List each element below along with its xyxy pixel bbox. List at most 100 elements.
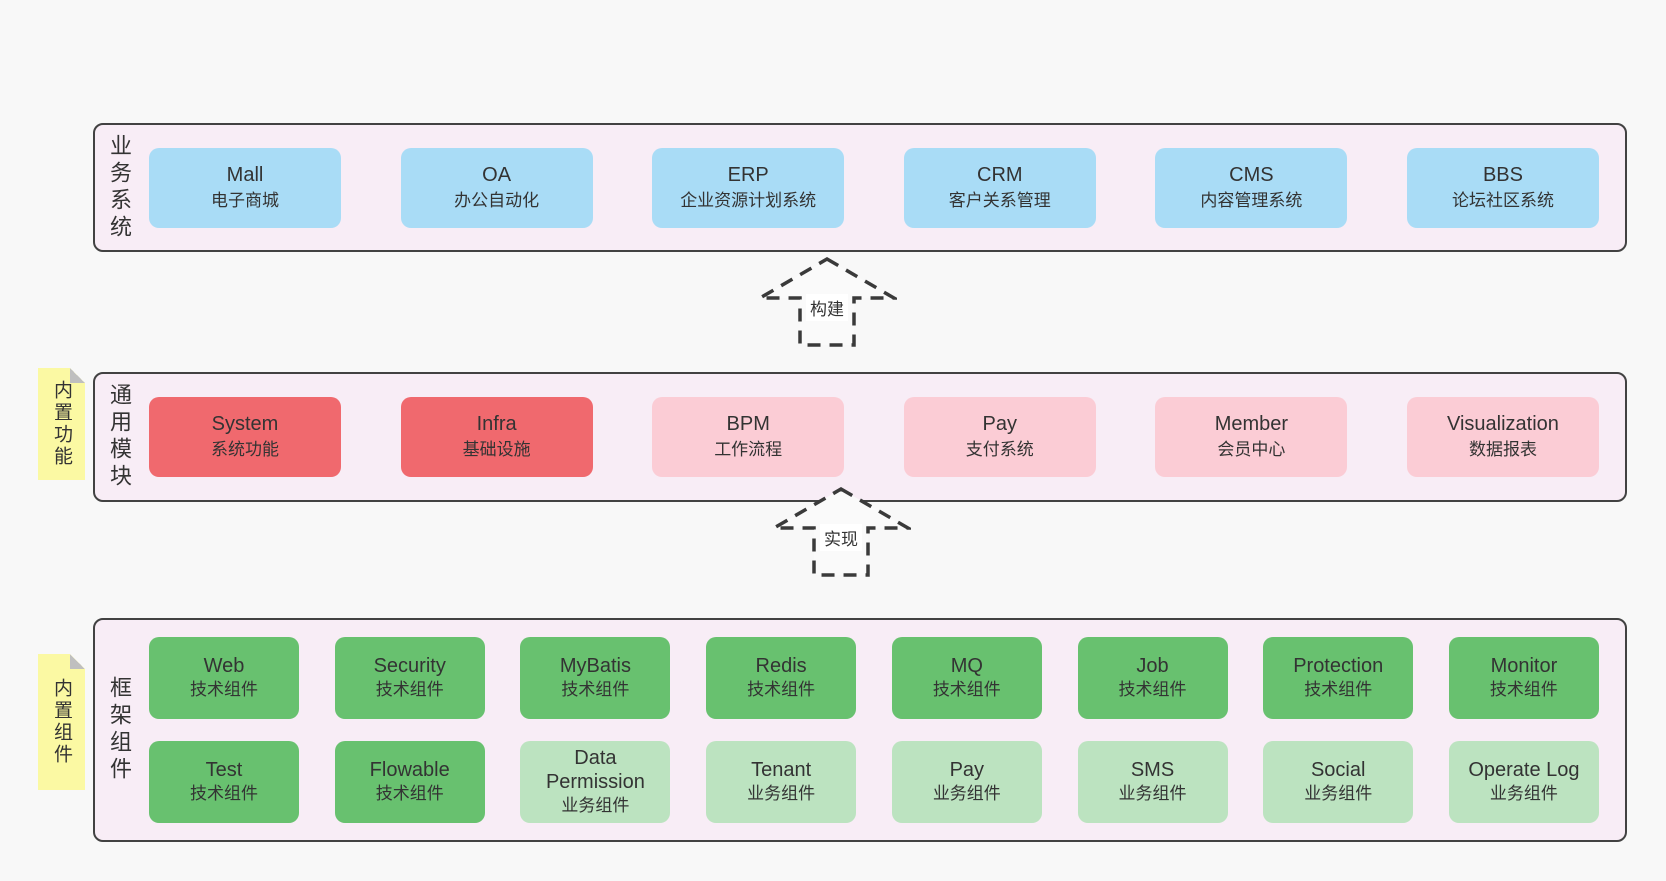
node-web: Web 技术组件	[149, 637, 299, 719]
node-subtitle: 技术组件	[561, 680, 630, 699]
node-subtitle: 数据报表	[1468, 440, 1537, 459]
node-title: Job	[1136, 655, 1169, 677]
band-label-business-systems: 业务系统	[107, 133, 132, 242]
sticky-note-built-in-features: 内置功能	[38, 368, 85, 480]
band-framework-components: 框架组件 Web 技术组件 Security 技术组件 MyBatis 技术组件…	[93, 618, 1627, 842]
node-subtitle: 业务组件	[561, 796, 630, 815]
node-title: Operate Log	[1468, 759, 1580, 781]
node-subtitle: 业务组件	[932, 784, 1001, 803]
node-subtitle: 客户关系管理	[948, 190, 1051, 210]
node-subtitle: 论坛社区系统	[1451, 190, 1554, 210]
node-subtitle: 内容管理系统	[1200, 190, 1303, 210]
node-subtitle: 技术组件	[190, 784, 258, 803]
node-subtitle: 技术组件	[1118, 680, 1187, 699]
node-subtitle: 会员中心	[1217, 440, 1286, 459]
node-mybatis: MyBatis 技术组件	[520, 637, 671, 719]
node-test: Test 技术组件	[149, 741, 299, 823]
node-subtitle: 电子商城	[211, 190, 279, 210]
sticky-label: 内置功能	[51, 380, 72, 468]
node-title: MyBatis	[559, 655, 631, 677]
node-operate-log: Operate Log 业务组件	[1448, 741, 1599, 823]
node-crm: CRM 客户关系管理	[903, 147, 1096, 228]
node-title: CMS	[1229, 163, 1274, 186]
framework-row-2: Test 技术组件 Flowable 技术组件 Data Permission …	[149, 741, 1599, 823]
node-title: Pay	[949, 759, 985, 781]
node-title: Member	[1214, 413, 1289, 435]
node-pay-component: Pay 业务组件	[891, 741, 1042, 823]
node-subtitle: 技术组件	[375, 680, 444, 699]
node-security: Security 技术组件	[334, 637, 485, 719]
node-bbs: BBS 论坛社区系统	[1406, 147, 1599, 228]
node-cms: CMS 内容管理系统	[1155, 147, 1348, 228]
node-pay-module: Pay 支付系统	[903, 397, 1096, 477]
node-system: System 系统功能	[149, 397, 341, 477]
node-subtitle: 办公自动化	[454, 190, 540, 210]
band-label-framework-components: 框架组件	[107, 676, 132, 784]
node-title: SMS	[1130, 759, 1175, 781]
node-title: Flowable	[369, 759, 450, 781]
folded-corner-icon	[70, 654, 85, 669]
arrow-label-implement: 实现	[820, 524, 862, 551]
node-title: Web	[203, 655, 245, 677]
node-subtitle: 业务组件	[1304, 784, 1373, 803]
build-arrow-icon: 构建	[757, 256, 897, 348]
node-title: Social	[1310, 759, 1366, 781]
node-job: Job 技术组件	[1077, 637, 1228, 719]
node-subtitle: 技术组件	[375, 784, 444, 803]
node-subtitle: 技术组件	[932, 680, 1001, 699]
node-title: Pay	[982, 413, 1018, 435]
node-title: OA	[482, 163, 512, 186]
node-title: Infra	[476, 413, 517, 435]
node-oa: OA 办公自动化	[400, 147, 593, 228]
node-title: BPM	[726, 413, 770, 435]
node-title: CRM	[977, 163, 1023, 186]
node-flowable: Flowable 技术组件	[334, 741, 485, 823]
node-title: Data Permission	[545, 747, 645, 793]
implement-arrow-icon: 实现	[771, 486, 911, 578]
band-common-modules: 通用模块 System 系统功能 Infra 基础设施 BPM 工作流程 Pay…	[93, 372, 1627, 502]
node-subtitle: 业务组件	[1118, 784, 1187, 803]
node-protection: Protection 技术组件	[1263, 637, 1414, 719]
node-title: Security	[373, 655, 446, 677]
band-business-systems: 业务系统 Mall 电子商城 OA 办公自动化 ERP 企业资源计划系统 CRM…	[93, 123, 1627, 252]
node-subtitle: 技术组件	[747, 680, 816, 699]
node-subtitle: 系统功能	[211, 440, 279, 459]
node-title: BBS	[1482, 163, 1523, 186]
business-systems-boxes: Mall 电子商城 OA 办公自动化 ERP 企业资源计划系统 CRM 客户关系…	[143, 125, 1625, 250]
node-subtitle: 技术组件	[1304, 680, 1373, 699]
node-title: Visualization	[1447, 413, 1559, 435]
node-title: Protection	[1293, 655, 1384, 677]
band-label-common-modules: 通用模块	[107, 383, 132, 491]
node-redis: Redis 技术组件	[706, 637, 857, 719]
node-visualization: Visualization 数据报表	[1406, 397, 1599, 477]
node-sms: SMS 业务组件	[1077, 741, 1228, 823]
folded-corner-icon	[70, 368, 85, 383]
node-member: Member 会员中心	[1155, 397, 1348, 477]
node-subtitle: 基础设施	[462, 440, 531, 459]
node-subtitle: 业务组件	[1489, 784, 1558, 803]
node-data-permission: Data Permission 业务组件	[520, 741, 671, 823]
node-mq: MQ 技术组件	[891, 637, 1042, 719]
node-social: Social 业务组件	[1263, 741, 1414, 823]
node-title: Tenant	[751, 759, 812, 781]
node-title: Redis	[755, 655, 807, 677]
node-erp: ERP 企业资源计划系统	[652, 147, 845, 228]
node-title: Test	[205, 759, 243, 781]
node-bpm: BPM 工作流程	[652, 397, 845, 477]
node-subtitle: 技术组件	[190, 680, 258, 699]
node-title: Mall	[226, 163, 264, 186]
node-mall: Mall 电子商城	[149, 147, 341, 228]
node-title: Monitor	[1490, 655, 1558, 677]
node-tenant: Tenant 业务组件	[706, 741, 857, 823]
node-subtitle: 工作流程	[714, 440, 783, 459]
sticky-label: 内置组件	[51, 678, 72, 766]
node-subtitle: 企业资源计划系统	[680, 190, 817, 210]
arrow-label-build: 构建	[806, 294, 848, 321]
sticky-note-built-in-components: 内置组件	[38, 654, 85, 790]
node-title: System	[211, 413, 279, 435]
node-subtitle: 技术组件	[1489, 680, 1558, 699]
framework-components-boxes: Web 技术组件 Security 技术组件 MyBatis 技术组件 Redi…	[143, 620, 1625, 840]
node-subtitle: 业务组件	[747, 784, 816, 803]
node-title: ERP	[727, 163, 769, 186]
